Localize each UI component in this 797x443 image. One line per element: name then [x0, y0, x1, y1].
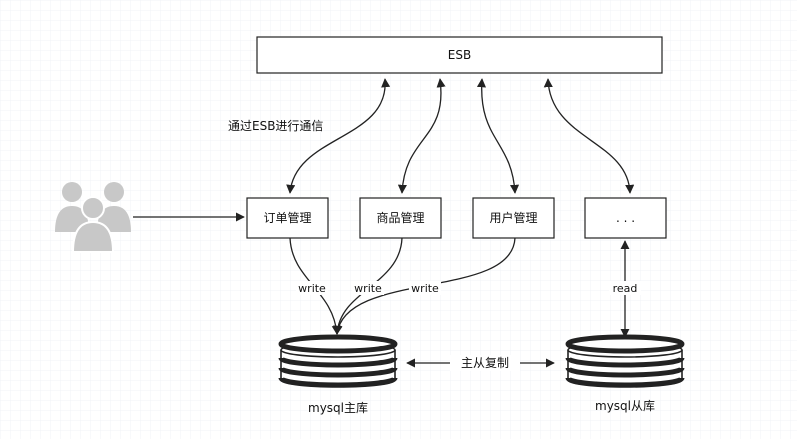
write-label-user: write [411, 282, 439, 295]
service-box-user[interactable]: 用户管理 [472, 197, 555, 239]
esb-order-connector [286, 78, 391, 194]
users-group-icon [55, 182, 131, 253]
esb-label: ESB [448, 48, 471, 62]
service-label-order: 订单管理 [263, 210, 311, 225]
esb-communication-note: 通过ESB进行通信 [228, 119, 323, 133]
service-box-order[interactable]: 订单管理 [246, 197, 329, 239]
service-label-product: 商品管理 [376, 210, 424, 225]
service-label-user: 用户管理 [489, 210, 537, 225]
db-master-icon[interactable] [278, 334, 398, 388]
esb-user-connector [476, 78, 520, 194]
replication-label: 主从复制 [461, 356, 509, 370]
service-box-more[interactable]: . . . [584, 197, 667, 239]
esb-more-connector [543, 78, 635, 194]
db-master-label: mysql主库 [308, 400, 368, 415]
service-label-more: . . . [616, 211, 635, 225]
esb-bus[interactable]: ESB [256, 36, 663, 74]
db-slave-icon[interactable] [565, 334, 685, 388]
read-label: read [613, 282, 638, 295]
db-slave-label: mysql从库 [595, 398, 655, 413]
service-box-product[interactable]: 商品管理 [359, 197, 442, 239]
write-label-product: write [354, 282, 382, 295]
write-label-order: write [298, 282, 326, 295]
esb-product-connector [397, 78, 446, 194]
